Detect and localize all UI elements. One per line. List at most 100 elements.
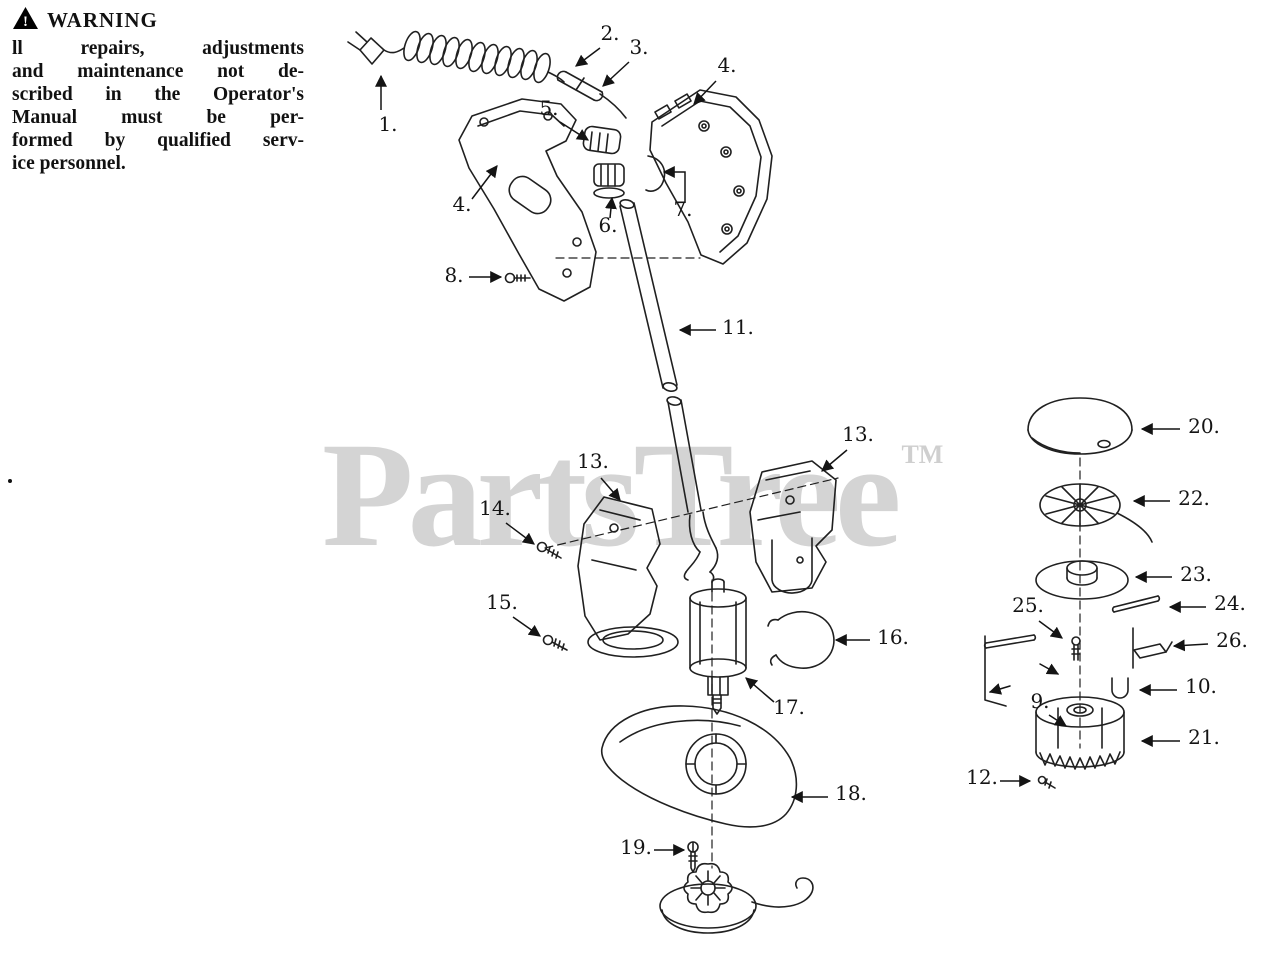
warning-line: ice personnel. <box>12 153 126 174</box>
callout-arrow <box>575 47 601 67</box>
centerline <box>544 477 839 549</box>
warning-block: ! WARNING ll repairs, adjustments and ma… <box>12 6 304 175</box>
callout-label: 21. <box>1188 725 1220 749</box>
callout-arrow <box>1038 620 1063 639</box>
callout-label: 8. <box>444 263 463 287</box>
callout-14: 14. <box>479 496 535 545</box>
callout-label: 25. <box>1012 593 1044 617</box>
callout-arrow <box>600 477 621 501</box>
callout-5: 5. <box>539 96 590 141</box>
spool-base <box>1035 560 1129 600</box>
callout-3: 3. <box>602 35 649 87</box>
assembly-bracket <box>984 627 1134 707</box>
pin-left <box>983 634 1037 649</box>
motor-housing-right <box>749 460 837 594</box>
motor-housing-left <box>577 496 679 658</box>
callout-10: 10. <box>1138 674 1217 698</box>
screw-19 <box>687 841 699 873</box>
callout-arrow <box>471 165 498 200</box>
callout-label: 4. <box>452 192 471 216</box>
callout-label: 22. <box>1178 486 1210 510</box>
callout-label: 16. <box>877 625 909 649</box>
handle-right-half <box>649 89 773 265</box>
callout-25: 25. <box>1012 593 1063 639</box>
warning-line: ll repairs, adjustments <box>12 38 304 59</box>
svg-text:!: ! <box>23 14 28 30</box>
callout-24: 24. <box>1168 591 1246 615</box>
callout-11: 11. <box>678 315 754 339</box>
callout-15: 15. <box>486 590 541 637</box>
callout-label: 19. <box>620 835 652 859</box>
callout-8: 8. <box>444 263 503 287</box>
callout-arrow <box>821 449 848 472</box>
switch <box>582 125 622 155</box>
callout-label: 14. <box>479 496 511 520</box>
callout-arrow <box>559 121 590 141</box>
drive-hub <box>1035 696 1125 770</box>
callout-label: 7. <box>673 197 692 221</box>
lower-shaft <box>666 396 719 583</box>
screw-14 <box>536 541 562 559</box>
callout-label: 13. <box>577 449 609 473</box>
screw-12 <box>1037 775 1056 789</box>
trigger <box>645 155 666 192</box>
callout-arrow <box>745 677 775 703</box>
callout-label: 4. <box>717 53 736 77</box>
screw-25 <box>1071 636 1081 661</box>
spool-cap <box>1027 397 1133 455</box>
callout-arrow <box>693 80 717 105</box>
warning-line: and maintenance not de- <box>12 61 304 82</box>
warning-line: Manual must be per- <box>12 107 304 128</box>
screw-15 <box>542 634 568 651</box>
trademark-symbol: TM <box>901 440 944 469</box>
callout-arrow <box>505 522 535 545</box>
callout-label: 20. <box>1188 414 1220 438</box>
callout-1: 1. <box>375 74 398 136</box>
callout-13-left: 13. <box>577 449 621 501</box>
power-cord-plug <box>347 31 405 65</box>
cord-connector <box>556 70 627 119</box>
shaft-tube <box>619 199 678 392</box>
callout-label: 3. <box>629 35 648 59</box>
lever <box>1133 641 1173 659</box>
callout-label: 24. <box>1214 591 1246 615</box>
warning-title: WARNING <box>47 8 158 32</box>
callout-17: 17. <box>745 677 805 719</box>
collar-nut <box>593 163 625 199</box>
callout-label: 11. <box>722 315 754 339</box>
callout-4-upper: 4. <box>693 53 737 105</box>
warning-header: ! WARNING <box>12 6 304 35</box>
motor <box>689 578 747 715</box>
callout-9: 9. <box>1030 689 1068 727</box>
callout-arrow <box>662 166 686 203</box>
callout-label: 1. <box>378 112 397 136</box>
warning-triangle-icon: ! <box>12 6 39 35</box>
pin-right <box>1111 595 1161 613</box>
callout-arrow <box>1172 639 1209 652</box>
callout-4-lower: 4. <box>452 165 498 216</box>
retaining-clip <box>767 611 835 669</box>
callout-21: 21. <box>1140 725 1220 749</box>
warning-line: scribed in the Operator's <box>12 84 304 105</box>
callout-label: 26. <box>1216 628 1248 652</box>
callout-label: 13. <box>842 422 874 446</box>
callout-7: 7. <box>662 166 693 221</box>
callout-13-right: 13. <box>821 422 874 472</box>
callout-label: 10. <box>1185 674 1217 698</box>
callout-label: 17. <box>773 695 805 719</box>
warning-text: ll repairs, adjustments and maintenance … <box>12 37 304 175</box>
callout-18: 18. <box>790 781 867 805</box>
callout-label: 2. <box>600 21 619 45</box>
debris-shield <box>600 705 798 828</box>
callout-arrow <box>1048 714 1068 727</box>
callout-arrow <box>512 616 541 637</box>
callouts: 1. 2. 3. 4. 5. 4. <box>375 21 1248 859</box>
callout-22: 22. <box>1132 486 1210 510</box>
callout-arrow <box>602 61 630 87</box>
print-dot <box>8 479 12 483</box>
callout-2: 2. <box>575 21 620 67</box>
callout-label: 12. <box>966 765 998 789</box>
callout-6: 6. <box>598 196 618 237</box>
